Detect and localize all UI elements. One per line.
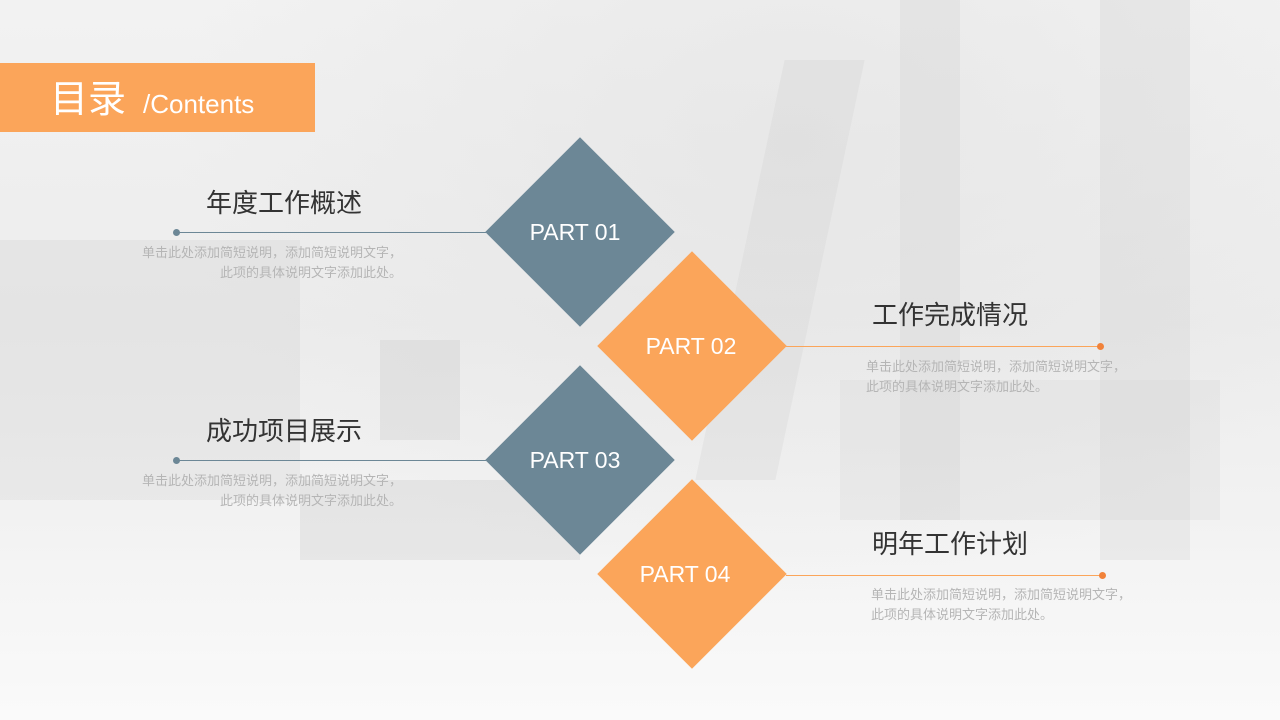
part-03-connector [176,460,486,461]
part-03-description-line2: 此项的具体说明文字添加此处。 [219,494,402,509]
part-04-description-line1: 单击此处添加简短说明，添加简短说明文字， [871,588,1132,603]
part-02-label: PART 02 [645,333,737,359]
part-03-heading: 成功项目展示 [206,417,363,447]
part-02-heading: 工作完成情况 [872,301,1029,331]
part-04-heading: 明年工作计划 [872,530,1029,560]
part-02-connector [786,346,1100,347]
part-04-connector [786,575,1102,576]
part-02-dot [1097,343,1104,350]
part-03-dot [173,457,180,464]
part-03-description-line1: 单击此处添加简短说明，添加简短说明文字， [141,474,402,489]
part-01-dot [173,229,180,236]
part-01-label: PART 01 [529,219,621,245]
part-04-description-line2: 此项的具体说明文字添加此处。 [871,608,1054,623]
part-01-heading: 年度工作概述 [206,189,363,219]
part-01-description-line1: 单击此处添加简短说明，添加简短说明文字， [141,246,402,261]
part-04-dot [1099,572,1106,579]
part-02-description-line2: 此项的具体说明文字添加此处。 [866,380,1049,395]
part-01-connector [176,232,486,233]
title-banner [0,63,315,132]
part-02-description-line1: 单击此处添加简短说明，添加简短说明文字， [866,360,1127,375]
part-01-description-line2: 此项的具体说明文字添加此处。 [219,266,402,281]
page-title: 目录 [50,77,127,121]
part-04-label: PART 04 [639,561,731,587]
page-subtitle: /Contents [143,89,255,119]
part-03-label: PART 03 [529,447,621,473]
